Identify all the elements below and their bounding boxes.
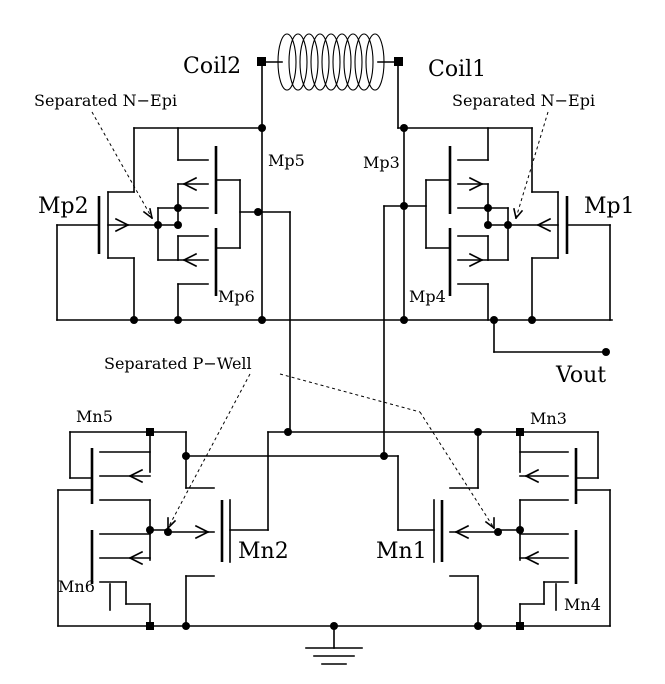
junction-dots	[130, 124, 610, 630]
annotation-arrows	[91, 111, 549, 530]
coil2-terminal	[257, 57, 266, 66]
mp5-label: Mp5	[268, 151, 305, 170]
coil2-label: Coil2	[183, 54, 241, 79]
mn1-label: Mn1	[376, 539, 427, 564]
nepi-left-label: Separated N−Epi	[34, 91, 177, 110]
mp4-label: Mp4	[409, 287, 446, 306]
coil1-terminal	[394, 57, 403, 66]
mp6-label: Mp6	[218, 287, 255, 306]
junction-squares	[146, 428, 524, 630]
left-pmos-wiring	[56, 65, 613, 433]
vout-label: Vout	[555, 363, 606, 388]
mn5-label: Mn5	[76, 407, 113, 426]
mn3-label: Mn3	[530, 409, 567, 428]
mn4-label: Mn4	[564, 595, 601, 614]
mp1-label: Mp1	[584, 194, 635, 219]
coil1-label: Coil1	[428, 57, 486, 82]
mn6-label: Mn6	[58, 577, 95, 596]
nepi-right-label: Separated N−Epi	[452, 91, 595, 110]
pwell-label: Separated P−Well	[104, 354, 252, 373]
mp2-label: Mp2	[38, 194, 89, 219]
mn2-label: Mn2	[238, 539, 289, 564]
inductor-coil	[261, 33, 399, 91]
right-pmos-wiring	[383, 65, 611, 457]
mp3-label: Mp3	[363, 153, 400, 172]
